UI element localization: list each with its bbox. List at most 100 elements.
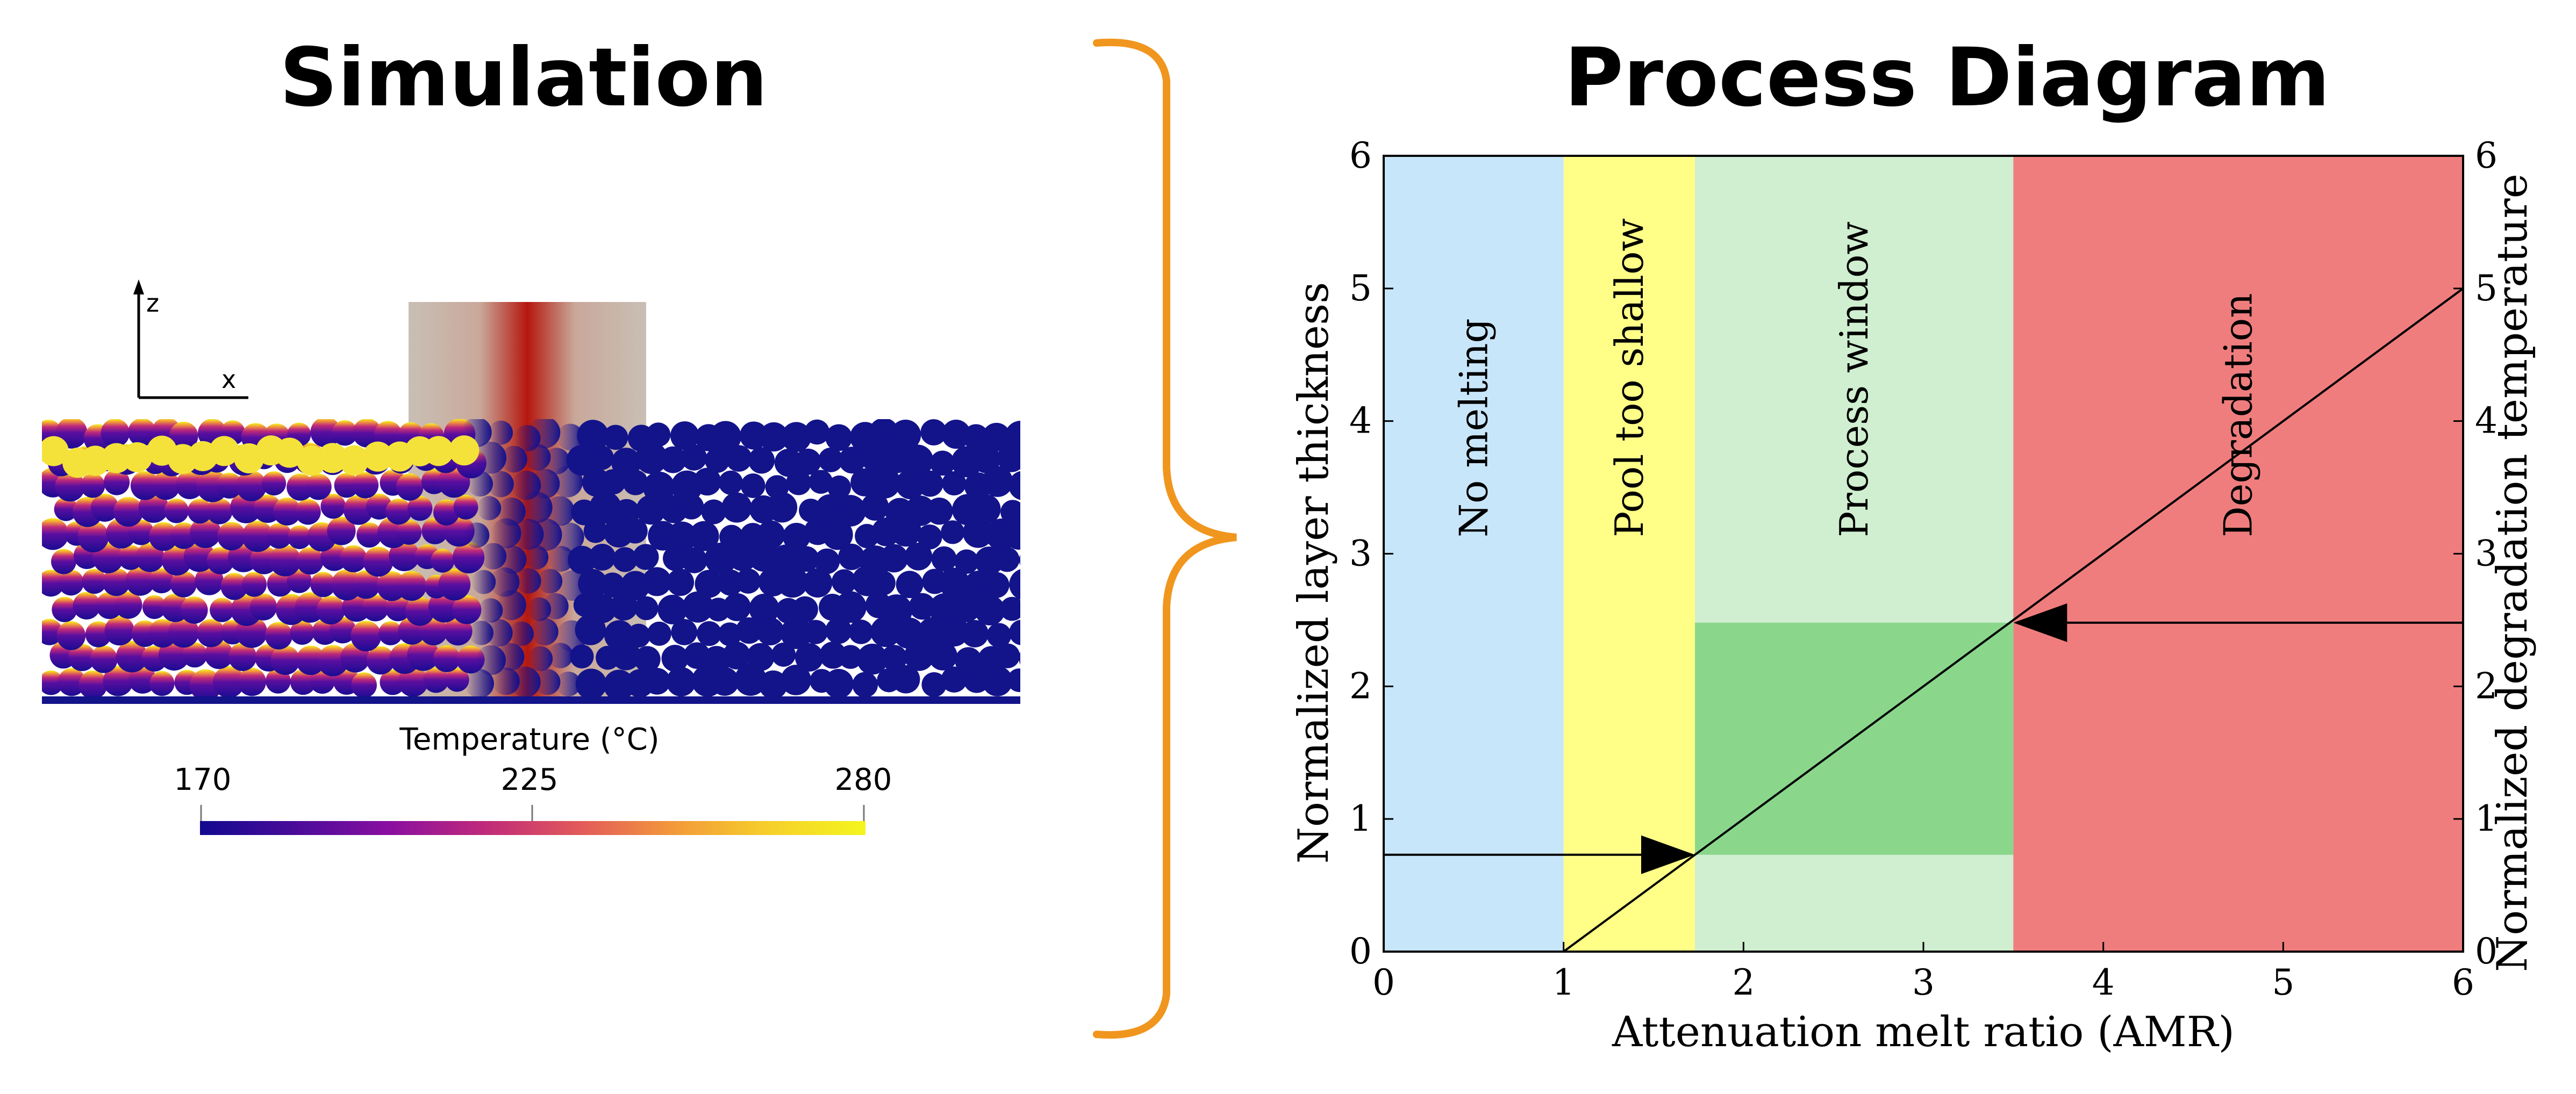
x-tick-label: 6 <box>2452 962 2474 1003</box>
y-right-tick-label: 3 <box>2475 533 2498 574</box>
powder-particle <box>746 643 775 671</box>
powder-particle <box>994 547 1020 572</box>
powder-particle <box>190 517 221 549</box>
powder-particle <box>765 475 789 499</box>
powder-particle <box>113 496 144 527</box>
powder-particle <box>643 471 675 503</box>
powder-particle <box>722 593 751 621</box>
powder-particle <box>647 621 671 646</box>
powder-particle <box>767 492 798 523</box>
powder-particle <box>786 470 812 495</box>
baseplate <box>42 696 1020 704</box>
powder-particle <box>490 567 520 597</box>
powder-particle <box>663 545 688 571</box>
powder-particle <box>340 545 367 573</box>
powder-particle <box>734 664 767 696</box>
y-tick-label: 3 <box>1349 533 1372 574</box>
powder-particle <box>405 596 435 626</box>
colorbar <box>200 821 865 835</box>
x-tick-label: 1 <box>1552 962 1575 1003</box>
colorbar-max-label: 280 <box>835 762 892 797</box>
powder-particle <box>423 667 449 693</box>
powder-particle <box>151 471 181 500</box>
powder-particle <box>671 619 698 645</box>
molten-surface-particle <box>339 445 369 476</box>
powder-particle <box>759 422 789 452</box>
powder-particle <box>73 592 101 620</box>
y-axis-right-label: Normalized degradation temperature <box>2488 174 2537 972</box>
powder-particle <box>102 568 131 596</box>
powder-particle <box>705 448 730 473</box>
powder-particle <box>901 444 934 477</box>
molten-surface-particle <box>449 435 480 466</box>
y-right-tick-label: 2 <box>2475 665 2498 707</box>
powder-particle <box>182 642 207 668</box>
powder-particle <box>749 593 779 624</box>
powder-particle <box>1019 555 1020 566</box>
powder-particle <box>471 570 496 594</box>
powder-particle <box>869 466 901 499</box>
powder-particle <box>396 571 427 601</box>
powder-particle <box>834 495 867 527</box>
powder-particle <box>660 446 686 473</box>
powder-particle <box>667 521 697 552</box>
powder-particle <box>917 524 942 550</box>
powder-particle <box>527 646 553 672</box>
amr-line <box>1563 287 2464 953</box>
region-no-melting <box>1384 156 1564 952</box>
powder-particle <box>485 619 513 647</box>
powder-particle <box>942 471 967 496</box>
powder-particle <box>407 639 439 671</box>
powder-particle <box>795 643 824 672</box>
powder-particle <box>58 570 84 596</box>
powder-particle <box>825 424 853 451</box>
axis-x-label: x <box>221 365 236 394</box>
powder-particle <box>52 596 77 622</box>
powder-particle <box>216 472 242 499</box>
region-degradation <box>2013 156 2463 952</box>
powder-particle <box>941 520 965 544</box>
powder-particle <box>236 470 267 501</box>
powder-particle <box>398 666 428 697</box>
powder-particle <box>589 491 621 524</box>
powder-particle <box>241 572 267 597</box>
powder-particle <box>363 546 393 577</box>
powder-particle <box>531 618 559 646</box>
powder-particle <box>213 666 245 698</box>
powder-particle <box>825 617 852 644</box>
powder-particle <box>983 572 1010 598</box>
powder-particle <box>881 645 907 671</box>
powder-particle <box>735 617 763 644</box>
powder-particle <box>125 566 155 596</box>
powder-particle <box>269 544 301 577</box>
powder-particle <box>626 623 651 648</box>
powder-particle <box>366 493 392 520</box>
powder-particle <box>963 424 989 450</box>
powder-particle <box>961 620 989 647</box>
powder-particle <box>296 547 324 575</box>
powder-particle <box>407 495 433 521</box>
powder-particle <box>681 547 707 573</box>
powder-particle <box>116 640 148 673</box>
powder-particle <box>528 419 561 449</box>
colorbar-min-label: 170 <box>174 762 232 797</box>
powder-particle <box>748 447 775 474</box>
powder-particle <box>477 496 502 521</box>
powder-particle <box>128 519 154 545</box>
molten-surface-particle <box>122 442 153 472</box>
powder-particle <box>719 524 744 550</box>
powder-particle <box>352 419 382 448</box>
powder-particle <box>701 499 726 524</box>
powder-particle <box>42 518 69 550</box>
powder-particle <box>917 470 943 497</box>
powder-particle <box>68 644 96 672</box>
powder-particle <box>524 545 549 570</box>
powder-particle <box>740 473 765 498</box>
powder-particle <box>149 671 175 696</box>
powder-particle <box>542 593 569 620</box>
powder-particle <box>445 667 469 692</box>
powder-particle <box>578 569 608 599</box>
powder-particle <box>316 595 345 625</box>
powder-particle <box>604 620 634 651</box>
powder-particle <box>839 447 866 474</box>
